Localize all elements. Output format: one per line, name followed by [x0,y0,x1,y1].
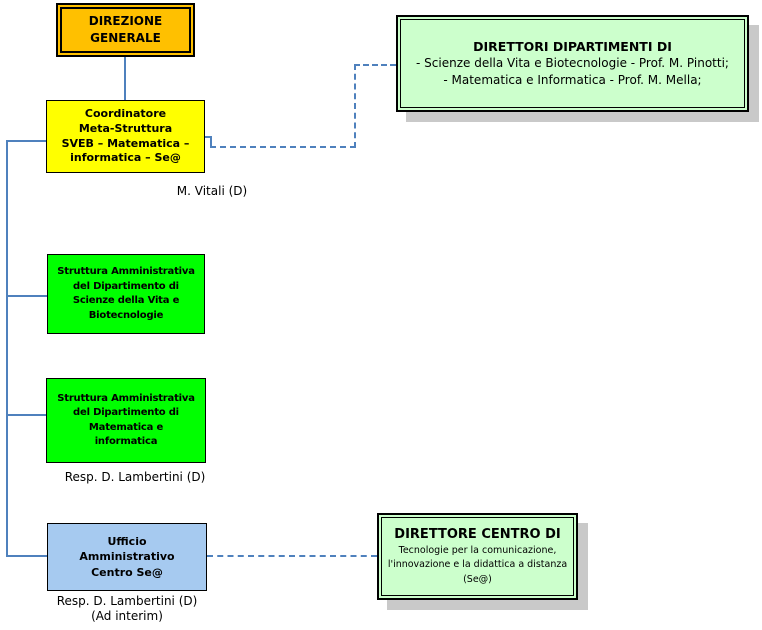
struttura-matematica-responsible-label: Resp. D. Lambertini (D) [64,470,206,484]
direttori-dipartimenti-body: - Scienze della Vita e Biotecnologie - P… [416,56,729,87]
connector-direzione-coordinatore [124,57,126,100]
direttori-dipartimenti-box: DIRETTORI DIPARTIMENTI DI - Scienze dell… [396,15,749,112]
connector-dashed-coordinatore-vertical [354,64,356,148]
connector-dashed-ufficio-direttore-centro [207,555,377,557]
ufficio-responsible-label: Resp. D. Lambertini (D) (Ad interim) [56,594,198,623]
connector-dashed-coordinatore-step-h [204,136,211,138]
connector-left-spine [6,140,8,557]
direttore-centro-title: DIRETTORE CENTRO DI [394,527,561,543]
connector-spine-struttura-matematica [6,414,46,416]
direttori-dipartimenti-title: DIRETTORI DIPARTIMENTI DI [473,38,672,54]
struttura-amministrativa-matematica-box: Struttura Amministrativa del Dipartiment… [46,378,206,463]
direzione-generale-box: DIREZIONE GENERALE [56,3,195,57]
connector-dashed-into-direttori [354,64,396,66]
connector-dashed-coordinatore-step-v [210,136,212,147]
connector-dashed-coordinatore-horizontal [210,146,356,148]
connector-spine-struttura-sveb [6,295,47,297]
coordinatore-meta-struttura-box: Coordinatore Meta-Struttura SVEB – Matem… [46,100,205,173]
direttore-centro-box: DIRETTORE CENTRO DI Tecnologie per la co… [377,513,578,600]
direttore-centro-body: Tecnologie per la comunicazione, l'innov… [387,545,568,585]
connector-spine-coordinatore [6,140,46,142]
coordinatore-responsible-label: M. Vitali (D) [176,184,248,198]
connector-spine-ufficio [6,555,47,557]
struttura-amministrativa-sveb-box: Struttura Amministrativa del Dipartiment… [47,254,205,334]
ufficio-amministrativo-centro-box: Ufficio Amministrativo Centro Se@ [47,523,207,591]
